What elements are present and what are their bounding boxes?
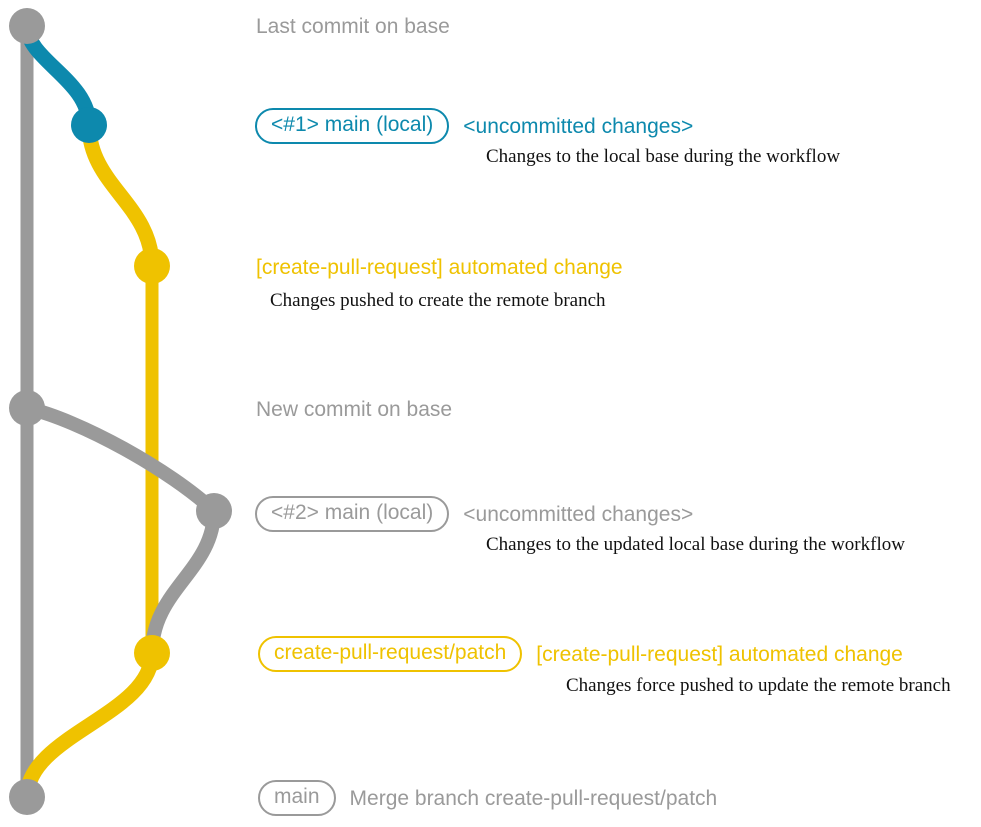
edge-base-to-local-2 [20, 401, 221, 518]
ref-pill-main-local-2[interactable]: <#2> main (local) [255, 496, 450, 532]
edge-local-1-to-patch-1 [81, 117, 160, 274]
commit-description-local-2: Changes to the updated local base during… [486, 534, 905, 555]
commit-row-automated-change-1: [create-pull-request] automated change [256, 254, 623, 280]
ref-pill-main-local-1[interactable]: <#1> main (local) [255, 108, 450, 144]
commit-headline-automated-change-1: [create-pull-request] automated change [256, 255, 623, 279]
edge-patch-2-to-merge [19, 645, 160, 805]
commit-row-new-on-base: New commit on base [256, 396, 452, 422]
ref-pill-create-pull-request-patch[interactable]: create-pull-request/patch [258, 636, 523, 672]
commit-node-new-on-base[interactable] [9, 390, 45, 426]
commit-node-merge[interactable] [9, 779, 45, 815]
commit-row-local-2: <#2> main (local) <uncommitted changes> [255, 496, 693, 532]
commit-row-merge: main Merge branch create-pull-request/pa… [258, 780, 718, 816]
commit-row-automated-change-2: create-pull-request/patch [create-pull-r… [258, 636, 903, 672]
commit-headline-last-on-base: Last commit on base [256, 14, 450, 38]
commit-subject-local-2: <uncommitted changes> [463, 502, 694, 526]
commit-row-local-1: <#1> main (local) <uncommitted changes> [255, 108, 693, 144]
commit-subject-automated-change-2: [create-pull-request] automated change [536, 642, 903, 666]
commit-node-automated-change-1[interactable] [134, 248, 170, 284]
commit-headline-new-on-base: New commit on base [256, 397, 453, 421]
commit-subject-merge: Merge branch create-pull-request/patch [349, 786, 718, 810]
edge-local-2-to-patch-2 [145, 504, 221, 660]
commit-node-local-2[interactable] [196, 493, 232, 529]
commit-node-automated-change-2[interactable] [134, 635, 170, 671]
commit-subject-local-1: <uncommitted changes> [463, 114, 694, 138]
commit-description-automated-change-2: Changes force pushed to update the remot… [566, 675, 951, 696]
commit-description-local-1: Changes to the local base during the wor… [486, 146, 841, 167]
commit-node-local-1[interactable] [71, 107, 107, 143]
commit-node-last-on-base[interactable] [9, 8, 45, 44]
ref-pill-main[interactable]: main [258, 780, 336, 816]
commit-row-last-on-base: Last commit on base [256, 13, 450, 39]
commit-description-automated-change-1: Changes pushed to create the remote bran… [270, 290, 606, 311]
